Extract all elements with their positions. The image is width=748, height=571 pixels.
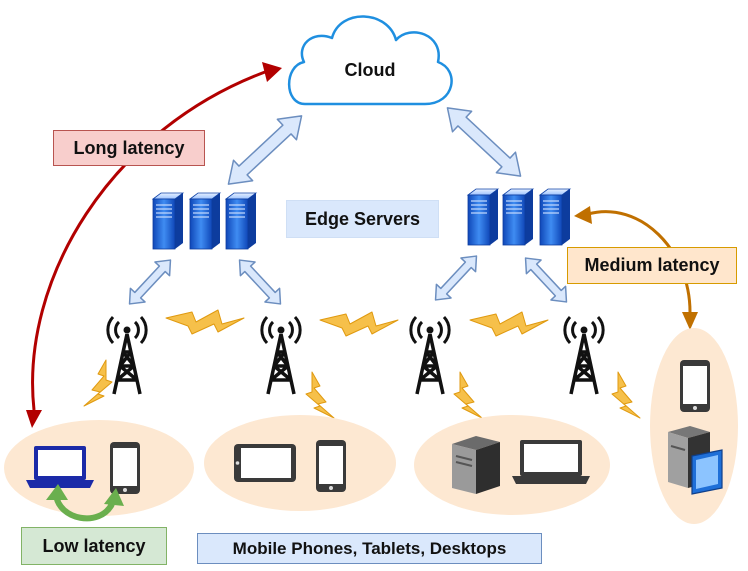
devices-label: Mobile Phones, Tablets, Desktops <box>197 533 542 564</box>
cloud-icon <box>288 15 453 106</box>
laptop-icon <box>512 440 590 484</box>
device-group-2 <box>204 415 396 511</box>
lightning-icon <box>611 371 641 419</box>
server-icon <box>467 188 499 246</box>
phone-icon <box>110 442 140 494</box>
server-tower-arrow <box>121 252 179 312</box>
lightning-icon <box>305 371 335 419</box>
lightning-icon <box>83 359 113 407</box>
cloud-edge-right-arrow <box>437 96 531 188</box>
long-latency-label: Long latency <box>53 130 205 166</box>
lightning-icon <box>319 311 399 337</box>
server-tower-arrow <box>231 252 289 312</box>
lightning-icon <box>453 371 483 419</box>
server-tower-arrow <box>427 248 485 308</box>
laptop-icon <box>26 446 94 488</box>
phone-icon <box>680 360 710 412</box>
server-icon <box>502 188 534 246</box>
cell-tower-icon <box>409 315 451 396</box>
server-icon <box>152 192 184 250</box>
server-icon <box>225 192 257 250</box>
long-latency-arrow <box>31 70 266 411</box>
low-latency-arrow <box>53 493 115 522</box>
medium-latency-label: Medium latency <box>567 247 737 284</box>
phone-icon <box>316 440 346 492</box>
edge-servers-label: Edge Servers <box>286 200 439 238</box>
server-icon <box>189 192 221 250</box>
tablet-icon <box>234 444 296 482</box>
desktop-tower-icon <box>452 436 500 494</box>
lightning-icon <box>165 309 245 335</box>
edge-server-group-right <box>467 188 571 246</box>
cell-tower-icon <box>563 315 605 396</box>
low-latency-label: Low latency <box>21 527 167 565</box>
device-group-1 <box>4 420 194 516</box>
desktop-tower-icon <box>668 426 723 495</box>
cloud-edge-left-arrow <box>218 104 312 196</box>
server-icon <box>539 188 571 246</box>
cell-tower-icon <box>260 315 302 396</box>
medium-latency-arrow <box>587 210 692 313</box>
server-tower-arrow <box>517 250 575 310</box>
lightning-icon <box>469 311 549 337</box>
edge-server-group-left <box>152 192 257 250</box>
device-group-4 <box>650 328 738 524</box>
cell-tower-icon <box>106 315 148 396</box>
cloud-label: Cloud <box>344 60 396 80</box>
